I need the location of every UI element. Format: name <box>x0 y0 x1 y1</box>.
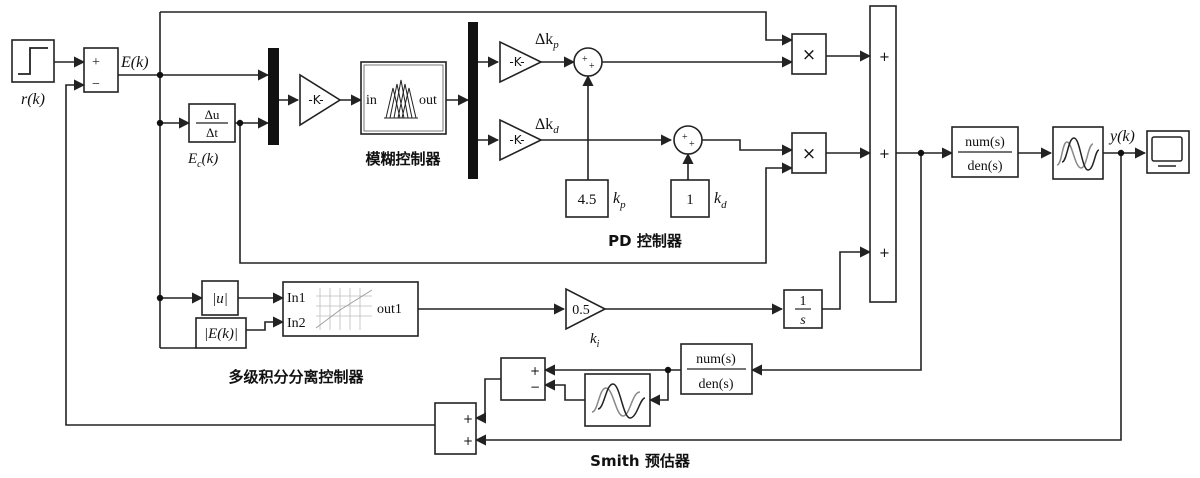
abs-error-block[interactable] <box>195 317 247 349</box>
junction-dots <box>156 71 1125 374</box>
sum-kd-circle[interactable] <box>673 125 703 155</box>
lookup-table-icon <box>315 288 373 330</box>
gain-kp-block[interactable] <box>499 40 543 84</box>
derivative-numerator: Δu <box>205 107 220 122</box>
smith-sum-2-plus-1: + <box>463 412 473 426</box>
constant-kp-block[interactable] <box>565 179 609 218</box>
integral-caption: 多级积分分离控制器 <box>228 368 364 386</box>
abs-block[interactable] <box>201 280 239 316</box>
fuzzy-controller-block[interactable] <box>360 61 447 135</box>
smith-sum-2-plus-2: + <box>463 434 473 448</box>
mux-bar[interactable] <box>268 48 279 145</box>
gain-kd-block[interactable] <box>499 118 543 162</box>
smith-caption: Smith 预估器 <box>590 452 691 470</box>
constant-kp-label: kp <box>613 190 626 211</box>
signal-r-label: r(k) <box>21 91 45 108</box>
plant-denominator: den(s) <box>968 159 1003 174</box>
sum-kp-circle[interactable] <box>573 47 603 77</box>
constant-kp-value: 4.5 <box>578 192 597 208</box>
transport-delay-icon <box>591 383 646 419</box>
input-sum-plus: + <box>92 55 100 70</box>
abs-label: |u| <box>212 291 228 307</box>
smith-sum-2-block[interactable] <box>434 402 477 455</box>
controller-output-sum-block[interactable] <box>869 5 897 303</box>
constant-kd-value: 1 <box>686 192 694 208</box>
port-in2: In2 <box>287 316 306 331</box>
integrator-numerator: 1 <box>800 294 807 309</box>
sum-kd-plus-bottom: + <box>689 139 695 150</box>
plant-numerator: num(s) <box>965 135 1005 150</box>
demux-bar[interactable] <box>468 22 478 179</box>
input-sum-minus: − <box>92 77 100 92</box>
multiplier-kp-symbol: × <box>802 45 816 65</box>
smith-model-transfer-function-block[interactable] <box>680 343 753 395</box>
derivative-denominator: Δt <box>206 125 218 140</box>
sum-kp-plus-left: + <box>582 54 588 65</box>
delta-kd-label: Δkd <box>535 116 559 136</box>
fuzzy-caption: 模糊控制器 <box>365 150 441 168</box>
sum-kd-plus-left: + <box>682 132 688 143</box>
constant-kd-block[interactable] <box>670 179 710 218</box>
plant-delay-block[interactable] <box>1052 126 1104 180</box>
gain-ki-label: ki <box>590 331 600 350</box>
gain-kd-label: -K- <box>509 133 524 147</box>
transport-delay-icon <box>1056 137 1100 171</box>
delta-kp-label: Δkp <box>535 31 559 51</box>
smith-sum-1-block[interactable] <box>500 357 546 401</box>
derivative-block[interactable] <box>188 103 236 143</box>
smith-sum-1-plus: + <box>530 364 540 378</box>
fuzzy-in-port: in <box>366 93 377 108</box>
signal-e-label: E(k) <box>120 54 149 71</box>
step-source-block[interactable] <box>11 39 55 83</box>
smith-sum-1-minus: − <box>530 380 540 394</box>
port-out1: out1 <box>377 302 402 317</box>
multiplier-kp-block[interactable] <box>791 33 827 75</box>
sum-kp-plus-bottom: + <box>589 61 595 72</box>
wires <box>54 11 1147 446</box>
fuzzy-input-gain-label: -K- <box>308 93 323 107</box>
fuzzy-input-gain-block[interactable] <box>299 73 342 127</box>
constant-kd-label: kd <box>714 190 727 211</box>
pd-caption: PD 控制器 <box>608 232 683 250</box>
fuzzy-out-port: out <box>419 93 437 108</box>
signal-y-label: y(k) <box>1108 128 1135 145</box>
integrator-block[interactable] <box>783 289 823 329</box>
membership-functions-icon <box>384 79 418 119</box>
integral-separation-block[interactable] <box>282 281 419 337</box>
gain-ki-value: 0.5 <box>572 303 590 318</box>
output-sum-plus-2: + <box>879 147 890 162</box>
output-sum-plus-1: + <box>879 50 890 65</box>
gain-ki-block[interactable] <box>565 287 607 331</box>
smith-delay-block[interactable] <box>584 373 651 427</box>
multiplier-kd-block[interactable] <box>791 132 827 174</box>
smith-model-numerator: num(s) <box>696 352 736 367</box>
smith-model-denominator: den(s) <box>699 377 734 392</box>
signal-ec-label: Ec(k) <box>187 151 218 170</box>
abs-error-label: |E(k)| <box>204 326 238 342</box>
integrator-denominator: s <box>800 313 806 328</box>
port-in1: In1 <box>287 291 306 306</box>
multiplier-kd-symbol: × <box>802 144 816 164</box>
plant-transfer-function-block[interactable] <box>951 126 1019 178</box>
gain-kp-label: -K- <box>509 55 524 69</box>
scope-block[interactable] <box>1146 130 1190 174</box>
output-sum-plus-3: + <box>879 246 890 261</box>
input-sum-block[interactable] <box>83 47 119 93</box>
